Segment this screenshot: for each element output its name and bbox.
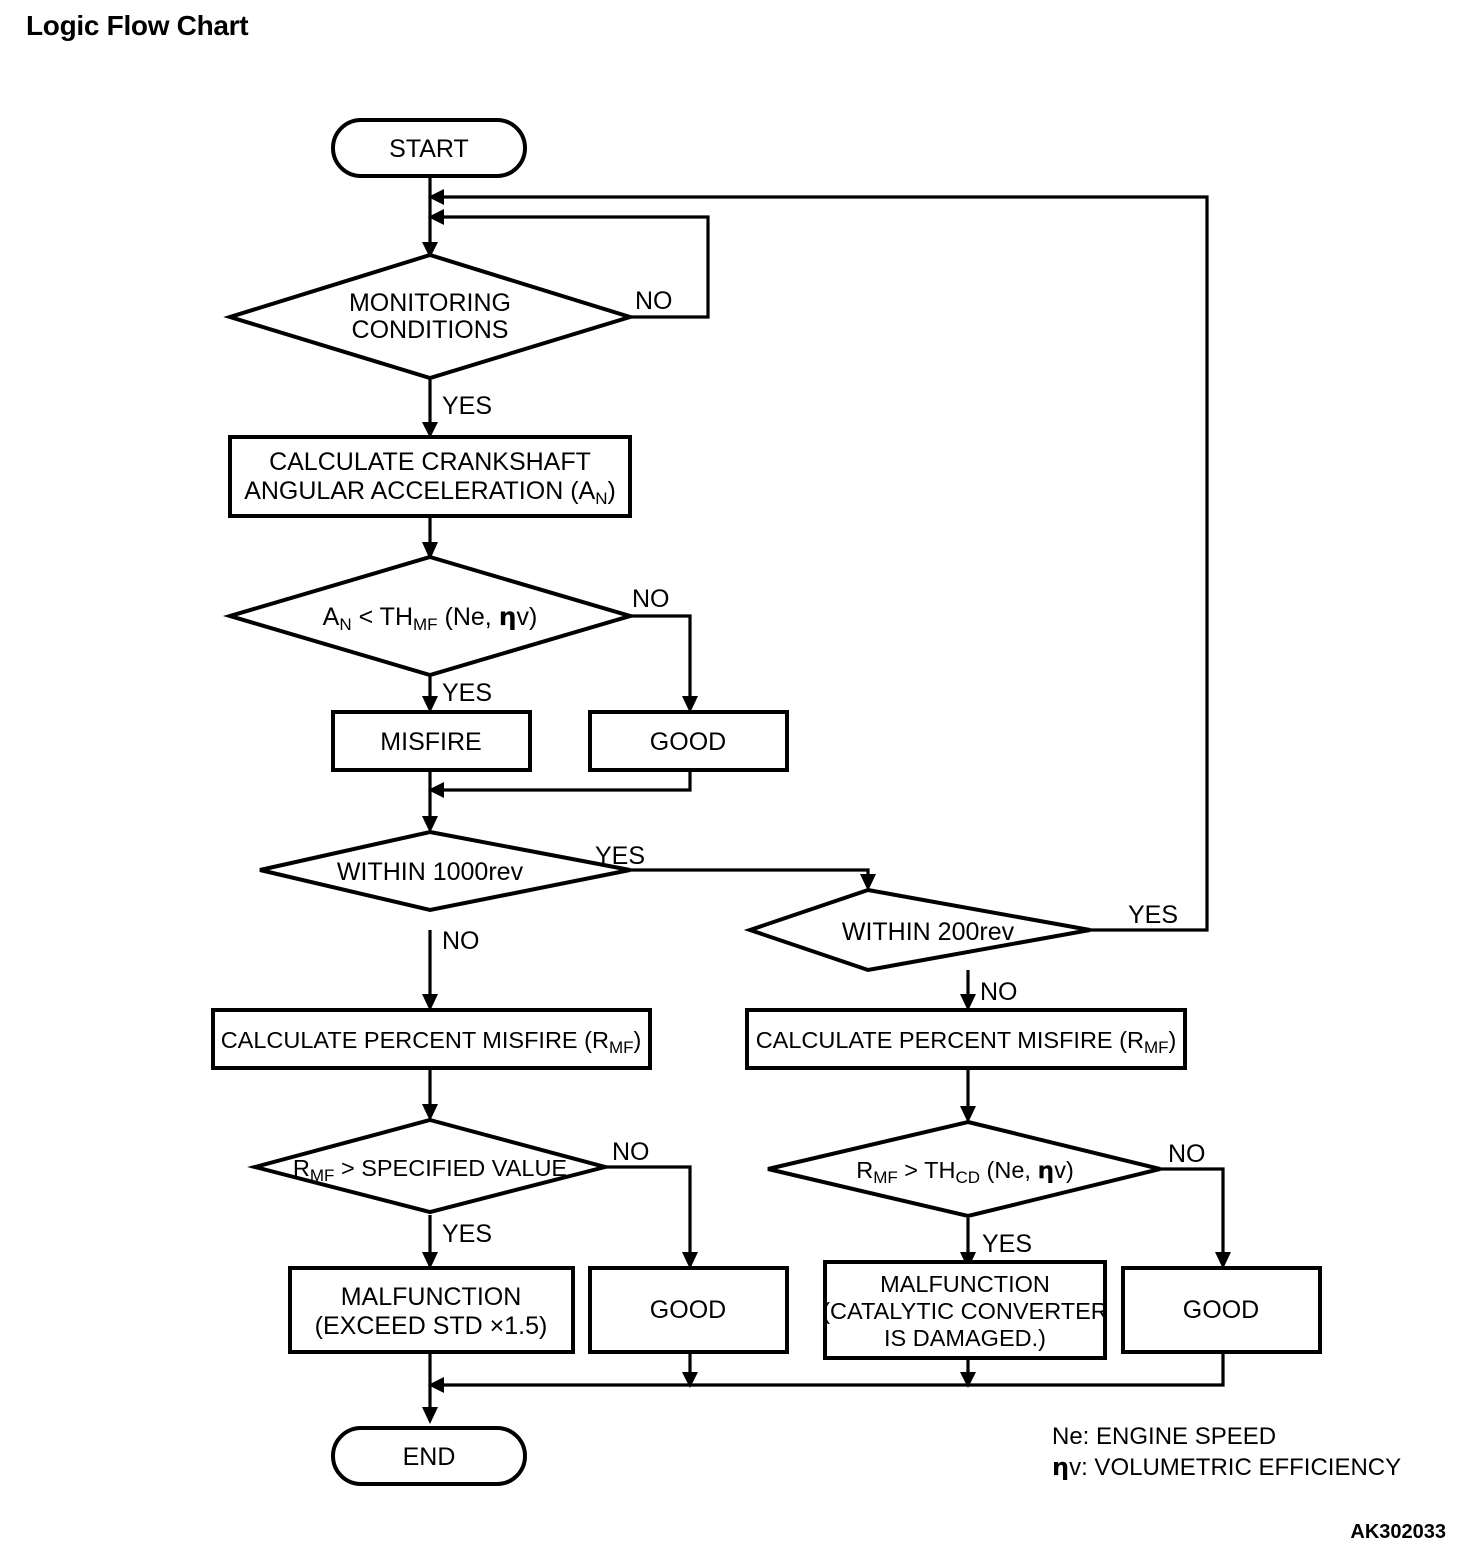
connector-calc-to-an xyxy=(422,516,438,560)
connector-bottom-merge-rail xyxy=(428,1352,1225,1393)
node-start-label: START xyxy=(389,135,469,163)
node-calc-percent-left-label: CALCULATE PERCENT MISFIRE (RMF) xyxy=(221,1027,642,1057)
node-an-threshold-decision[interactable]: AN < THMF (Ne, ηv) xyxy=(222,554,638,678)
connector-rmfspec-no xyxy=(605,1165,698,1269)
node-calc-crank-line1: CALCULATE CRANKSHAFT xyxy=(269,448,591,476)
figure-code: AK302033 xyxy=(1350,1521,1446,1543)
branch-label-rev200-yes: YES xyxy=(1128,901,1178,929)
node-within-200rev-label: WITHIN 200rev xyxy=(842,918,1015,946)
node-malfunction-catalytic-line2: (CATALYTIC CONVERTER xyxy=(822,1298,1108,1324)
node-good-1[interactable]: GOOD xyxy=(588,710,789,772)
node-calc-percent-misfire-right[interactable]: CALCULATE PERCENT MISFIRE (RMF) xyxy=(745,1008,1187,1070)
branch-label-rev1000-yes: YES xyxy=(595,842,645,870)
node-malfunction-catalytic[interactable]: MALFUNCTION (CATALYTIC CONVERTER IS DAMA… xyxy=(822,1260,1108,1360)
connector-good2-down xyxy=(682,1352,698,1388)
connector-monitoring-yes xyxy=(422,375,438,438)
page-title: Logic Flow Chart xyxy=(26,10,249,41)
node-within-200rev[interactable]: WITHIN 200rev xyxy=(743,887,1091,973)
node-misfire[interactable]: MISFIRE xyxy=(331,710,532,772)
node-rmf-specified-label: RMF > SPECIFIED VALUE xyxy=(293,1155,567,1185)
connector-an-no xyxy=(630,614,698,713)
node-end[interactable]: END xyxy=(331,1426,527,1486)
branch-label-an-yes: YES xyxy=(442,679,492,707)
node-monitoring-label-line1: MONITORING xyxy=(349,289,511,317)
node-rmf-thcd[interactable]: RMF > THCD (Ne, ηv) xyxy=(767,1119,1161,1219)
legend-line-volumetric-efficiency: ηv: VOLUMETRIC EFFICIENCY xyxy=(1052,1453,1401,1481)
node-malfunction-catalytic-line3: IS DAMAGED.) xyxy=(884,1325,1046,1351)
connector-rev200-yes-feedback xyxy=(428,189,1209,932)
node-rmf-specified-value[interactable]: RMF > SPECIFIED VALUE xyxy=(247,1117,613,1215)
node-calc-percent-misfire-left[interactable]: CALCULATE PERCENT MISFIRE (RMF) xyxy=(211,1008,652,1070)
node-good-1-label: GOOD xyxy=(650,728,726,756)
node-good-2-label: GOOD xyxy=(650,1296,726,1324)
connector-calcright-to-rmfthcd xyxy=(960,1068,976,1123)
connector-monitoring-no-feedback xyxy=(428,209,710,319)
node-good-3-label: GOOD xyxy=(1183,1296,1259,1324)
node-rmf-thcd-label: RMF > THCD (Ne, ηv) xyxy=(856,1156,1074,1187)
connector-calcleft-to-rmfspec xyxy=(422,1068,438,1121)
connector-malfunction-std-down xyxy=(422,1352,438,1424)
branch-label-rmfspec-yes: YES xyxy=(442,1220,492,1248)
connector-rev200-no xyxy=(960,970,976,1011)
legend-line-engine-speed: Ne: ENGINE SPEED xyxy=(1052,1423,1276,1450)
node-malfunction-std-line1: MALFUNCTION xyxy=(341,1283,522,1311)
node-monitoring-label-line2: CONDITIONS xyxy=(352,316,509,344)
node-misfire-label: MISFIRE xyxy=(380,728,481,756)
node-calculate-crankshaft[interactable]: CALCULATE CRANKSHAFT ANGULAR ACCELERATIO… xyxy=(228,435,632,518)
node-calc-percent-right-label: CALCULATE PERCENT MISFIRE (RMF) xyxy=(756,1027,1177,1057)
branch-label-rmfthcd-no: NO xyxy=(1168,1140,1206,1168)
node-good-3[interactable]: GOOD xyxy=(1121,1266,1322,1354)
branch-label-rmfthcd-yes: YES xyxy=(982,1230,1032,1258)
legend: Ne: ENGINE SPEED ηv: VOLUMETRIC EFFICIEN… xyxy=(1052,1423,1401,1481)
node-good-2[interactable]: GOOD xyxy=(588,1266,789,1354)
node-malfunction-std-line2: (EXCEED STD ×1.5) xyxy=(315,1312,548,1340)
node-calc-crank-line2: ANGULAR ACCELERATION (AN) xyxy=(244,477,616,508)
connector-rmfthcd-no xyxy=(1160,1167,1231,1269)
connector-start-to-monitoring xyxy=(422,175,438,258)
connector-rmfspec-yes xyxy=(422,1215,438,1269)
node-malfunction-catalytic-line1: MALFUNCTION xyxy=(880,1271,1050,1297)
branch-label-rev1000-no: NO xyxy=(442,927,480,955)
branch-label-monitoring-yes: YES xyxy=(442,392,492,420)
node-within-1000rev-label: WITHIN 1000rev xyxy=(337,858,524,886)
connector-misfire-down xyxy=(422,770,438,833)
branch-label-an-no: NO xyxy=(632,585,670,613)
branch-label-rmfspec-no: NO xyxy=(612,1138,650,1166)
connector-good1-merge xyxy=(428,770,692,798)
node-start[interactable]: START xyxy=(331,118,527,178)
branch-label-rev200-no: NO xyxy=(980,978,1018,1006)
node-malfunction-exceed-std[interactable]: MALFUNCTION (EXCEED STD ×1.5) xyxy=(288,1266,575,1354)
node-monitoring-conditions[interactable]: MONITORING CONDITIONS xyxy=(223,252,637,381)
connector-rev1000-no xyxy=(422,930,438,1011)
branch-label-monitoring-no: NO xyxy=(635,287,673,315)
node-end-label: END xyxy=(403,1443,456,1471)
connector-rev1000-yes xyxy=(630,868,876,891)
node-within-1000rev[interactable]: WITHIN 1000rev xyxy=(259,829,631,913)
node-an-threshold-label: AN < THMF (Ne, ηv) xyxy=(323,602,538,634)
